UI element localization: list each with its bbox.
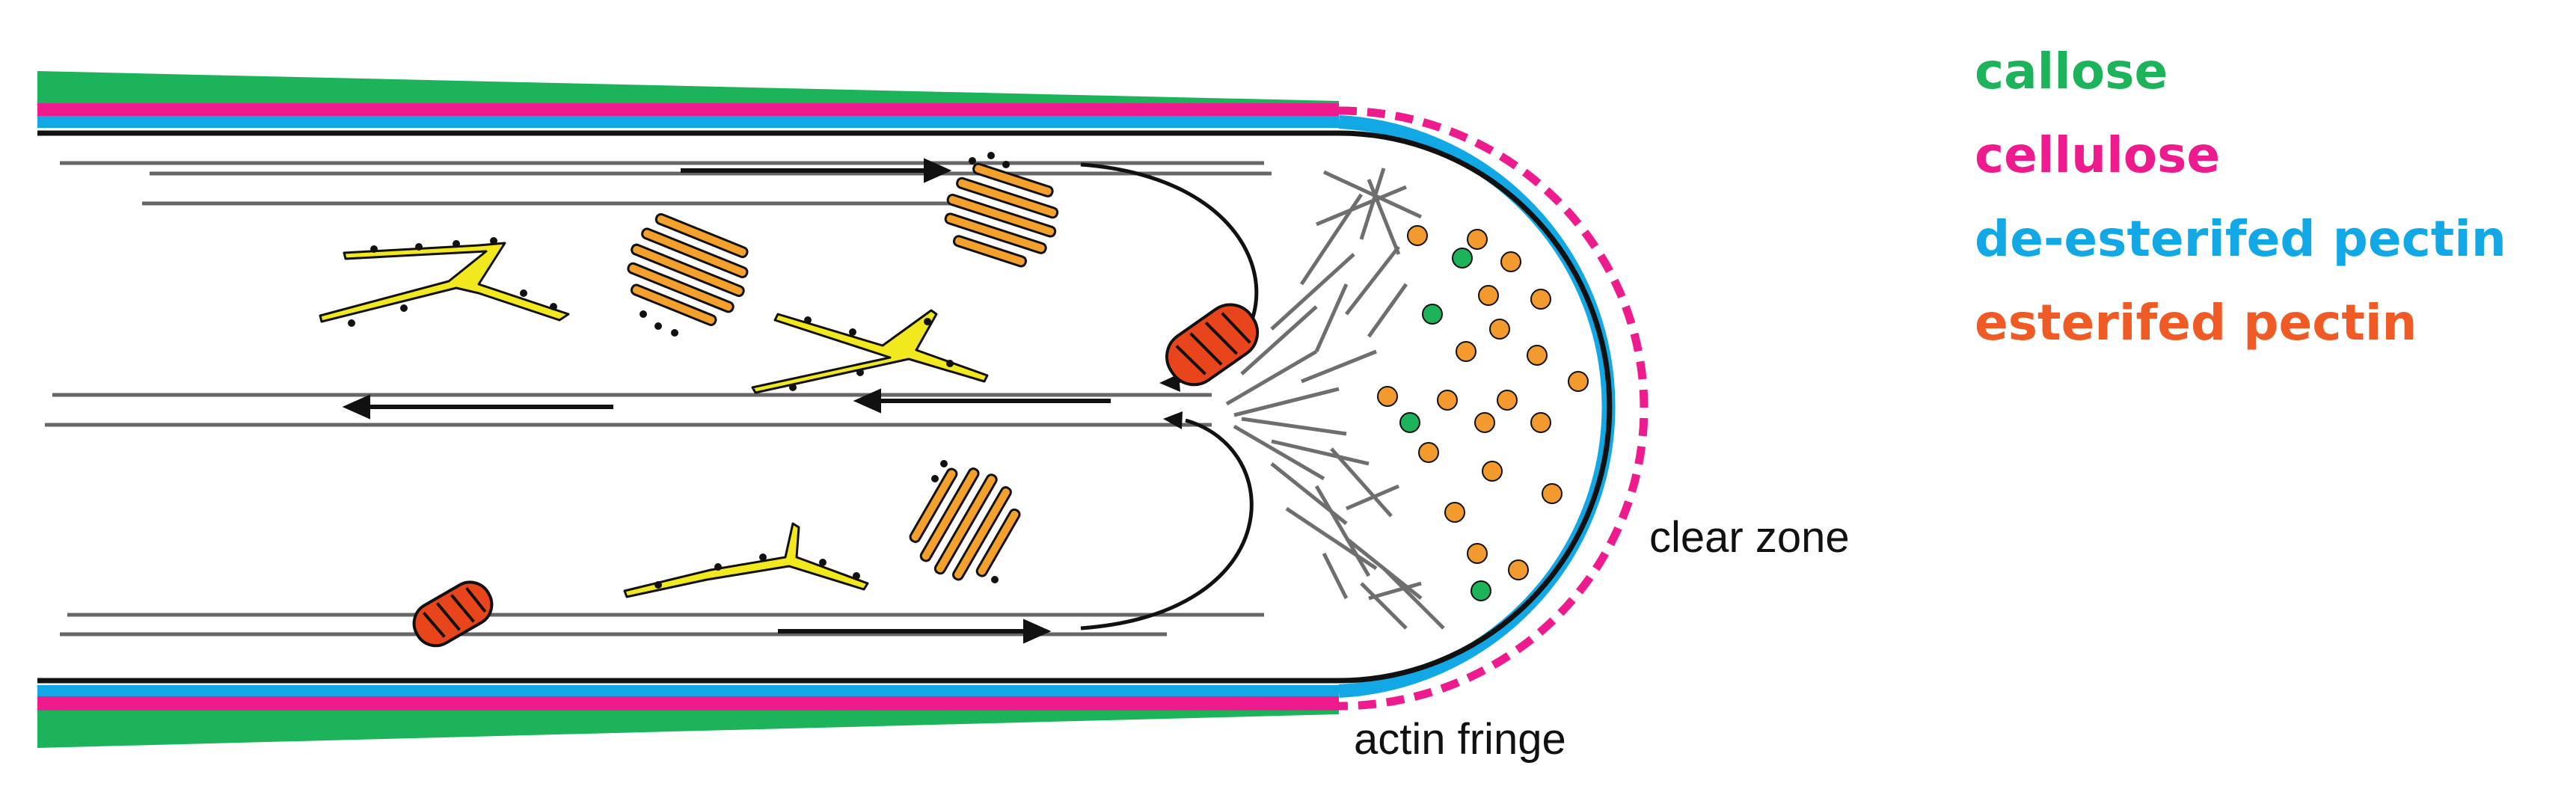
arrowhead bbox=[1163, 411, 1183, 429]
golgi-vesicles bbox=[640, 152, 1010, 583]
mitochondrion-icon bbox=[1165, 303, 1260, 387]
endoplasmic-reticulum bbox=[319, 242, 989, 598]
pectin-layer-bottom bbox=[37, 685, 1339, 697]
cell-wall-bottom bbox=[37, 685, 1339, 748]
flow-arrow-icon bbox=[1080, 418, 1254, 630]
vesicle-icon bbox=[1500, 251, 1521, 272]
legend: callose cellulose de-esterifed pectin es… bbox=[1975, 30, 2506, 365]
vesicle-icon bbox=[1437, 390, 1458, 411]
vesicle-icon bbox=[1418, 442, 1439, 463]
actin-fringe-label: actin fringe bbox=[1354, 715, 1566, 764]
tip-pectin-esterified bbox=[1338, 106, 1649, 711]
legend-item-deesterified-pectin: de-esterifed pectin bbox=[1975, 210, 2506, 268]
vesicle-icon bbox=[1452, 248, 1473, 269]
golgi-icon bbox=[627, 212, 749, 326]
callose-layer-top bbox=[37, 71, 1339, 105]
vesicle-icon bbox=[1530, 412, 1551, 433]
vesicle-icon bbox=[1527, 345, 1548, 366]
vesicle-icon bbox=[1422, 304, 1443, 325]
vesicle-icon bbox=[1407, 225, 1428, 246]
golgi-icon bbox=[944, 162, 1059, 268]
golgi-icon bbox=[909, 467, 1021, 581]
vesicle-icon bbox=[1482, 461, 1503, 482]
legend-item-callose: callose bbox=[1975, 43, 2168, 100]
vesicle-icon bbox=[1489, 319, 1510, 340]
golgi-stacks bbox=[627, 162, 1059, 581]
vesicle-icon bbox=[1568, 371, 1589, 392]
vesicle-icon bbox=[1467, 229, 1488, 250]
callose-layer-bottom bbox=[37, 711, 1339, 748]
legend-item-esterified-pectin: esterifed pectin bbox=[1975, 294, 2417, 352]
cellulose-layer-bottom bbox=[37, 696, 1339, 711]
vesicle-icon bbox=[1478, 285, 1499, 306]
vesicle-icon bbox=[1508, 559, 1529, 580]
vesicle-icon bbox=[1542, 483, 1563, 504]
vesicle-icon bbox=[1377, 386, 1398, 407]
vesicle-icon bbox=[1456, 341, 1476, 362]
actin-fringe bbox=[1225, 168, 1445, 630]
vesicle-icon bbox=[1471, 580, 1491, 601]
er-icon bbox=[623, 522, 869, 598]
vesicle-icon bbox=[1467, 543, 1488, 564]
legend-item-cellulose: cellulose bbox=[1975, 126, 2221, 184]
vesicle-icon bbox=[1474, 412, 1495, 433]
mitochondria bbox=[412, 303, 1260, 648]
vesicle-icon bbox=[1444, 502, 1465, 523]
er-ribosomes bbox=[348, 237, 954, 589]
pectin-layer-top bbox=[37, 116, 1339, 128]
vesicle-icon bbox=[1497, 390, 1518, 411]
vesicle-icon bbox=[1399, 412, 1420, 433]
er-icon bbox=[319, 242, 570, 323]
vesicle-icon bbox=[1530, 289, 1551, 310]
clear-zone-label: clear zone bbox=[1649, 513, 1850, 562]
plasma-membrane bbox=[37, 130, 1613, 684]
cellulose-layer-top bbox=[37, 103, 1339, 117]
arrowhead bbox=[1159, 374, 1180, 392]
mitochondrion-icon bbox=[412, 580, 494, 648]
actin-cables bbox=[45, 161, 1272, 636]
er-icon bbox=[751, 309, 989, 394]
vesicles bbox=[1377, 225, 1589, 601]
cytoplasmic-streaming-arrows bbox=[342, 158, 1111, 644]
cell-wall-top bbox=[37, 71, 1339, 128]
